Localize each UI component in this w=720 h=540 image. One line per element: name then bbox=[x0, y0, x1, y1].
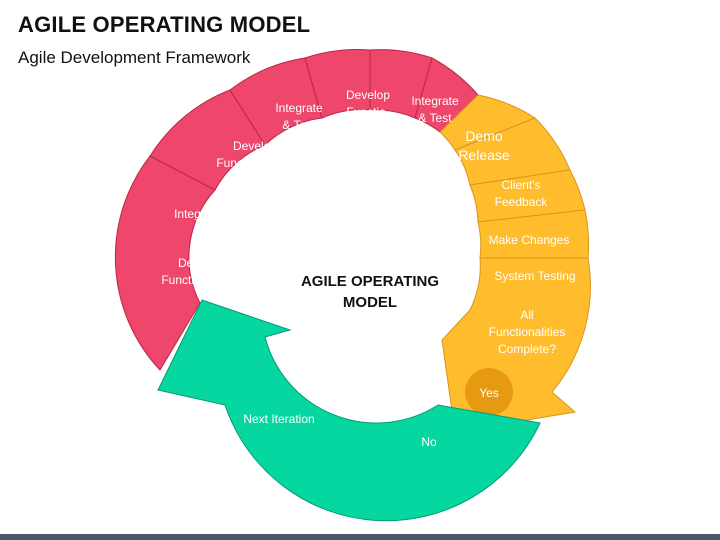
yellow-label-2-line2: Feedback bbox=[495, 195, 549, 209]
red-label-1-line2: Functionality 2 bbox=[161, 273, 239, 287]
red-label-5-line1: Develop bbox=[346, 88, 390, 102]
red-label-1-line1: Develop bbox=[178, 256, 222, 270]
yes-circle bbox=[465, 368, 513, 416]
red-label-6-line1: Integrate bbox=[411, 94, 459, 108]
yellow-label-5-line3: Complete? bbox=[498, 342, 556, 356]
no-label: No bbox=[421, 435, 437, 449]
yes-label: Yes bbox=[479, 386, 499, 400]
red-label-2: Integrate & Test bbox=[174, 207, 258, 221]
red-label-3-line2: Functionality 2 bbox=[216, 156, 294, 170]
yellow-label-2-line1: Client's bbox=[502, 178, 541, 192]
yellow-label-4: System Testing bbox=[494, 269, 575, 283]
next-iteration-label: Next Iteration bbox=[243, 412, 314, 426]
page-subtitle: Agile Development Framework bbox=[18, 48, 251, 67]
next-iteration-arrow bbox=[157, 299, 541, 522]
red-label-6-line2: & Test bbox=[418, 111, 452, 125]
red-label-5-line2: Functio- bbox=[346, 105, 389, 119]
yellow-label-5-line1: All bbox=[520, 308, 533, 322]
footer-bar bbox=[0, 534, 720, 540]
center-label-line2: MODEL bbox=[343, 294, 397, 311]
release-band bbox=[439, 94, 591, 433]
green-arrow-shape bbox=[157, 299, 541, 522]
segment-develop-functionality-2-lower bbox=[114, 155, 216, 371]
red-label-3-line1: Develop bbox=[233, 139, 277, 153]
yellow-label-1-line1: Demo bbox=[465, 128, 503, 144]
yellow-label-1-line2: Release bbox=[458, 147, 510, 163]
center-label-line1: AGILE OPERATING bbox=[301, 273, 439, 290]
red-label-4-line2: & Test bbox=[282, 118, 316, 132]
yellow-label-3: Make Changes bbox=[489, 233, 570, 247]
page-title: AGILE OPERATING MODEL bbox=[18, 12, 311, 37]
development-band bbox=[114, 49, 479, 371]
red-label-4-line1: Integrate bbox=[275, 101, 323, 115]
yellow-label-5-line2: Functionalities bbox=[489, 325, 566, 339]
red-label-5-line3: nality N bbox=[348, 122, 388, 136]
